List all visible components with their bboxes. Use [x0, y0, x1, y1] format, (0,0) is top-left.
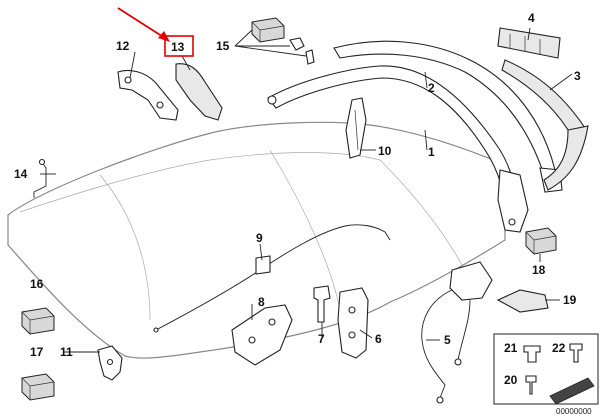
- callout-5: 5: [444, 333, 451, 347]
- highlight-box-13: [164, 35, 194, 57]
- foam-pad-15[interactable]: [251, 17, 285, 43]
- callout-7: 7: [318, 332, 325, 346]
- callout-13: 13: [171, 40, 185, 54]
- part-7-pin[interactable]: [313, 285, 331, 323]
- callout-17: 17: [30, 345, 44, 359]
- callout-labels: 1 2 3 4 5 6 7 8 9 10 11 12 13 14 15 16 1…: [14, 11, 581, 387]
- callout-11: 11: [60, 345, 73, 359]
- part-14-hook[interactable]: [33, 158, 47, 199]
- diagram-number: 00000000: [556, 407, 592, 416]
- convertible-top-outline: [7, 121, 506, 359]
- part-19-cover[interactable]: [496, 289, 549, 313]
- callout-10: 10: [378, 144, 392, 158]
- callout-21: 21: [504, 341, 518, 355]
- leader-lines: [40, 27, 573, 353]
- part-3-seal-strip[interactable]: [501, 59, 589, 191]
- part-4-bracket[interactable]: [497, 27, 561, 59]
- part-10-bracket[interactable]: [345, 97, 367, 159]
- callout-18: 18: [532, 263, 546, 277]
- callout-6: 6: [375, 332, 382, 346]
- foam-pad-16[interactable]: [21, 307, 55, 335]
- part-2-rear-bow[interactable]: [333, 40, 563, 193]
- callout-8: 8: [258, 295, 265, 309]
- callout-16: 16: [30, 277, 44, 291]
- part-8-bracket-plate[interactable]: [231, 304, 293, 366]
- callout-19: 19: [563, 293, 577, 307]
- part-1-main-bow[interactable]: [267, 65, 529, 233]
- foam-pad-17[interactable]: [21, 373, 55, 401]
- callout-4: 4: [528, 11, 535, 25]
- callout-3: 3: [574, 69, 581, 83]
- highlight-arrow: [117, 7, 170, 42]
- part-9-cable[interactable]: [153, 224, 391, 333]
- part-11-hinge[interactable]: [97, 345, 123, 381]
- callout-15: 15: [216, 39, 230, 53]
- callout-2: 2: [428, 81, 435, 95]
- part-6-latch[interactable]: [337, 287, 369, 359]
- part-5-cable-assembly[interactable]: [421, 261, 493, 404]
- callout-20: 20: [504, 373, 518, 387]
- callout-1: 1: [428, 145, 435, 159]
- callout-9: 9: [256, 231, 263, 245]
- hardware-box: [493, 333, 599, 405]
- callout-12: 12: [116, 39, 130, 53]
- callout-14: 14: [14, 167, 28, 181]
- callout-22: 22: [552, 341, 566, 355]
- foam-pad-18[interactable]: [525, 227, 557, 255]
- part-12-trim-bracket[interactable]: [117, 69, 179, 121]
- part-13-trim-cover[interactable]: [175, 63, 223, 121]
- part-15-clip[interactable]: [289, 37, 315, 65]
